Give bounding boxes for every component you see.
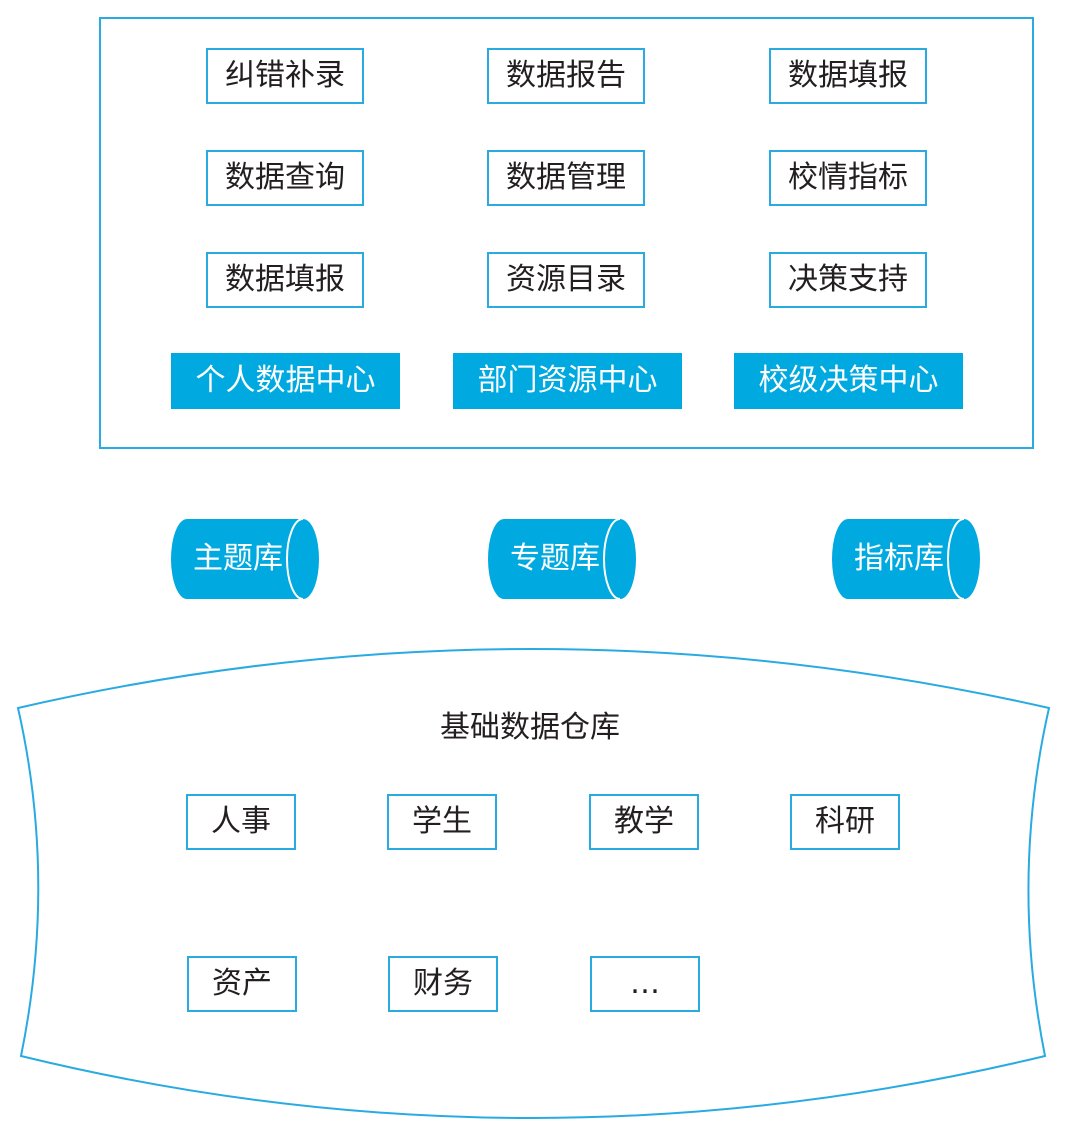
function-box-decision-support: 决策支持	[769, 252, 927, 308]
function-box-data-management: 数据管理	[487, 150, 645, 206]
source-box-assets: 资产	[187, 956, 297, 1012]
source-box-finance: 财务	[388, 956, 498, 1012]
application-layer-frame	[99, 17, 1034, 449]
source-box-more: …	[590, 956, 700, 1012]
function-box-data-fill-in-2: 数据填报	[206, 252, 364, 308]
thematic-database-cylinder	[488, 518, 636, 600]
function-box-data-report: 数据报告	[487, 48, 645, 104]
department-resource-center: 部门资源中心	[453, 353, 682, 409]
function-box-data-fill-in: 数据填报	[769, 48, 927, 104]
warehouse-title: 基础数据仓库	[440, 710, 620, 745]
source-box-teaching: 教学	[589, 794, 699, 850]
source-box-students: 学生	[387, 794, 497, 850]
function-box-school-indicators: 校情指标	[769, 150, 927, 206]
indicator-database-label: 指标库	[854, 541, 944, 576]
function-box-data-query: 数据查询	[206, 150, 364, 206]
source-box-personnel: 人事	[186, 794, 296, 850]
topic-database-cylinder	[171, 518, 319, 600]
function-box-error-correction: 纠错补录	[206, 48, 364, 104]
indicator-database-cylinder	[832, 518, 980, 600]
thematic-database-label: 专题库	[510, 541, 600, 576]
topic-database-label: 主题库	[193, 541, 283, 576]
function-box-resource-catalog: 资源目录	[487, 252, 645, 308]
personal-data-center: 个人数据中心	[171, 353, 400, 409]
school-decision-center: 校级决策中心	[734, 353, 963, 409]
source-box-research: 科研	[790, 794, 900, 850]
